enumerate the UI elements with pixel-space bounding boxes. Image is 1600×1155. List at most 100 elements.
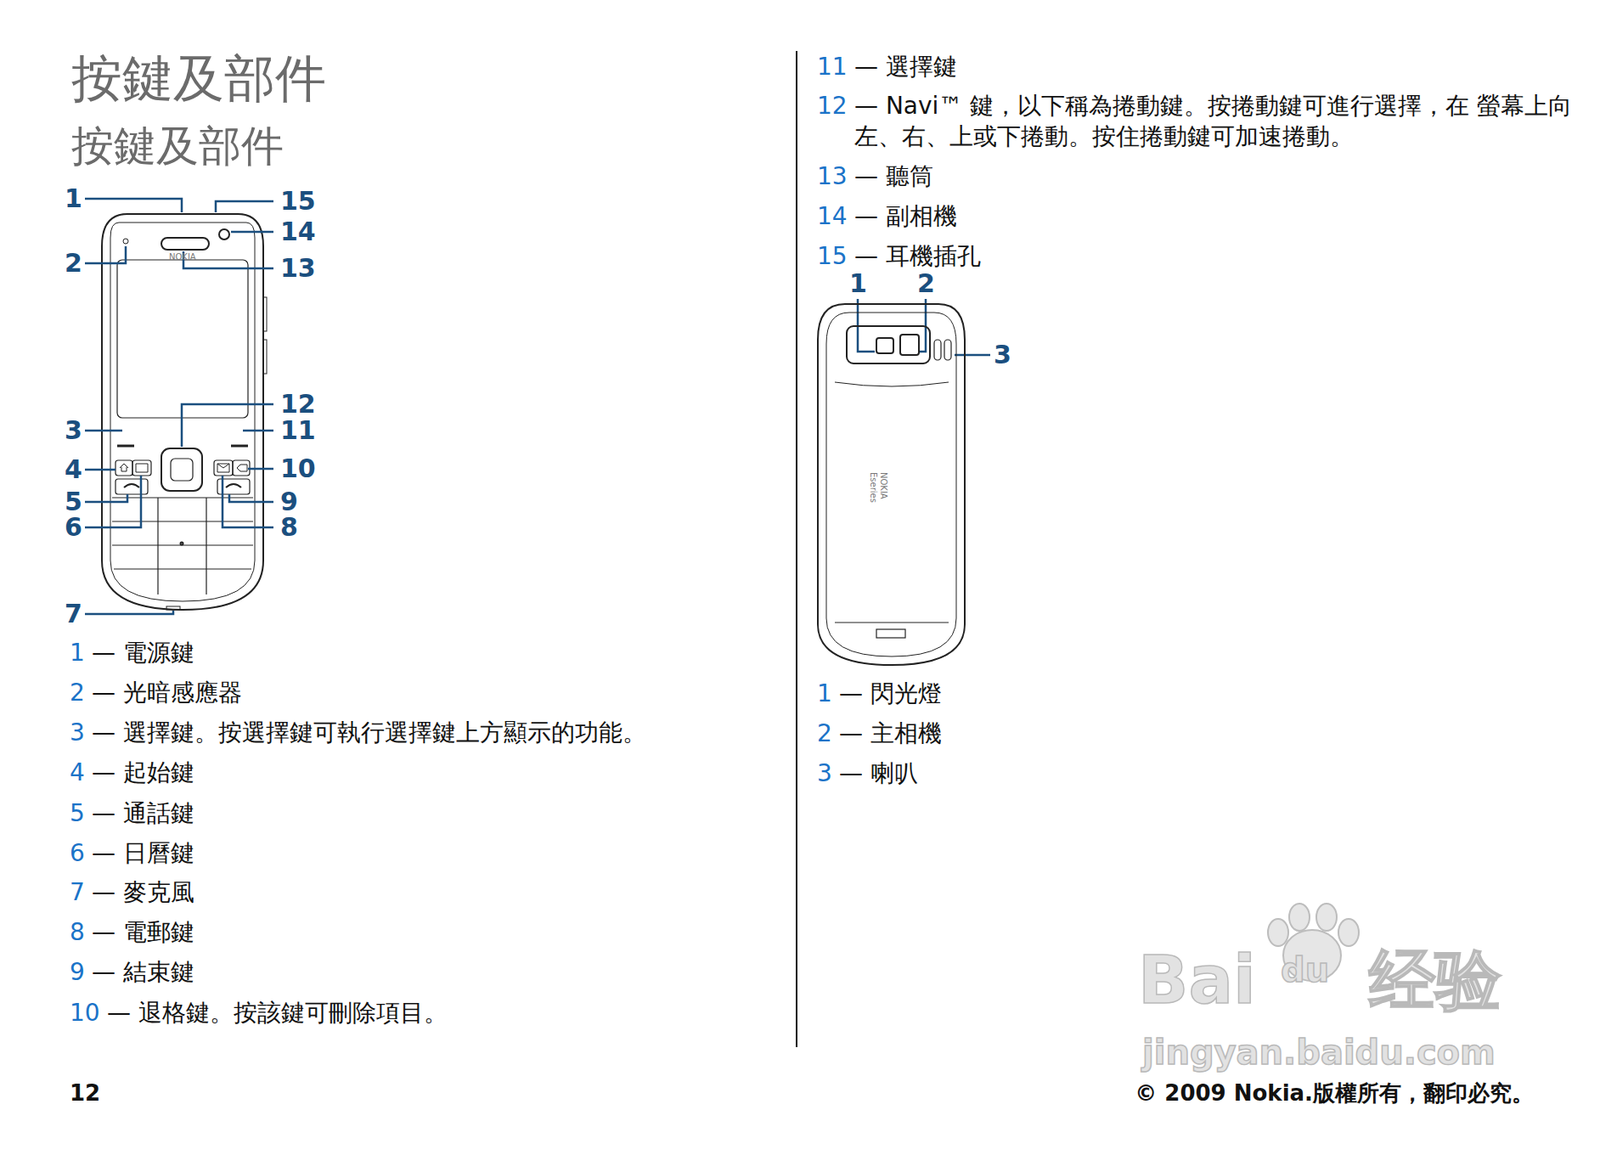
- callout-number: 15: [280, 185, 316, 217]
- list-number: 1: [69, 637, 85, 669]
- navi-key: [161, 448, 203, 491]
- leader-line: [84, 198, 182, 213]
- list-text: — Navi™ 鍵，以下稱為捲動鍵。按捲動鍵可進行選擇，在 螢幕上向左、右、上或…: [854, 90, 1589, 153]
- keypad-dot: [180, 542, 184, 546]
- watermark: Bai: [1138, 940, 1257, 1021]
- back-inner-edge: [826, 312, 957, 657]
- leader-line: [230, 230, 274, 234]
- watermark: jingyan.baidu.com: [1142, 1031, 1496, 1073]
- copyright: © 2009 Nokia.版權所有，翻印必究。: [1134, 1080, 1534, 1107]
- callout-number: 3: [64, 415, 83, 446]
- callout-number: 2: [917, 268, 936, 299]
- flash: [876, 338, 894, 354]
- callout-number: 12: [280, 388, 316, 420]
- paw-toe: [1289, 903, 1310, 931]
- main-camera: [900, 334, 919, 355]
- calendar-key: [132, 460, 152, 476]
- light-sensor: [123, 238, 129, 244]
- list-text: — 通話鍵: [91, 798, 195, 829]
- list-text: — 麥克風: [91, 877, 195, 908]
- list-number: 15: [816, 241, 848, 272]
- display: [117, 259, 248, 418]
- list-number: 8: [69, 917, 85, 948]
- list-number: 14: [816, 201, 848, 232]
- email-key: [214, 460, 233, 476]
- home-icon: [119, 463, 129, 472]
- list-text: — 選擇鍵: [854, 51, 958, 83]
- list-text: — 結束鍵: [91, 957, 195, 988]
- list-text: — 耳機插孔: [854, 241, 981, 272]
- list-number: 9: [69, 957, 85, 988]
- leader-line: [84, 429, 123, 433]
- list-number: 11: [816, 51, 848, 83]
- callout-number: 2: [64, 247, 83, 279]
- leader-line: [242, 429, 274, 433]
- paw-toe: [1338, 918, 1359, 947]
- leader-line: [84, 475, 141, 528]
- list-text: — 日曆鍵: [91, 838, 195, 869]
- call-key: [115, 478, 148, 495]
- page-title: 按鍵及部件: [71, 47, 327, 109]
- list-number: 6: [69, 838, 85, 869]
- callout-number: 8: [280, 512, 299, 543]
- callout-number: 3: [993, 339, 1012, 371]
- list-number: 1: [816, 678, 833, 710]
- back-phone: [817, 304, 965, 665]
- call-icon: [123, 484, 140, 488]
- microphone: [166, 606, 181, 610]
- cover-edge: [834, 622, 949, 624]
- earpiece: [161, 237, 209, 250]
- list-number: 12: [816, 90, 848, 122]
- camera-module: [846, 326, 930, 364]
- paw-toe: [1316, 903, 1337, 931]
- speaker-grill: [944, 339, 952, 361]
- series-mark: Eseries: [867, 472, 879, 503]
- backspace-icon: [236, 464, 248, 472]
- list-text: — 電源鍵: [91, 637, 195, 669]
- list-text: — 光暗感應器: [91, 677, 243, 709]
- leader-line: [215, 201, 274, 213]
- leader-line: [181, 404, 274, 447]
- list-number: 5: [69, 798, 85, 829]
- callout-number: 4: [64, 454, 83, 485]
- list-text: — 起始鍵: [91, 757, 195, 789]
- list-text: — 聽筒: [854, 161, 934, 192]
- column-divider: [795, 50, 798, 1048]
- left-select-key: [117, 445, 135, 448]
- list-number: 13: [816, 161, 848, 192]
- list-number: 4: [69, 757, 85, 789]
- list-text: — 副相機: [854, 201, 958, 232]
- watermark: 经验: [1369, 940, 1502, 1021]
- cover-edge: [834, 382, 949, 387]
- side-key: [263, 297, 267, 332]
- backspace-key: [232, 460, 250, 476]
- list-number: 10: [69, 997, 101, 1029]
- secondary-camera: [219, 229, 230, 240]
- brand-mark: NOKIA: [169, 252, 197, 263]
- leader-line: [84, 468, 116, 472]
- callout-number: 1: [849, 268, 868, 299]
- leader-line: [183, 251, 274, 269]
- callout-number: 7: [64, 598, 83, 630]
- list-text: — 退格鍵。按該鍵可刪除項目。: [107, 997, 448, 1029]
- front-phone: [101, 214, 267, 610]
- list-text: — 閃光燈: [839, 678, 942, 710]
- email-icon: [217, 463, 230, 473]
- leader-line: [954, 354, 991, 357]
- home-key: [115, 460, 133, 476]
- list-text: — 主相機: [839, 718, 942, 750]
- callout-number: 11: [280, 415, 316, 446]
- list-text: — 電郵鍵: [91, 917, 195, 948]
- list-number: 7: [69, 877, 85, 908]
- phone-back-body: [817, 304, 965, 665]
- watermark: du: [1280, 949, 1330, 991]
- leader-lines: [84, 198, 991, 615]
- list-number: 3: [816, 758, 833, 789]
- leader-line: [229, 494, 274, 502]
- list-text: — 喇叭: [839, 758, 919, 789]
- brand-mark: NOKIA: [878, 472, 889, 500]
- keypad-grid: [112, 497, 254, 595]
- side-key: [263, 339, 267, 374]
- section-heading: 按鍵及部件: [71, 120, 284, 172]
